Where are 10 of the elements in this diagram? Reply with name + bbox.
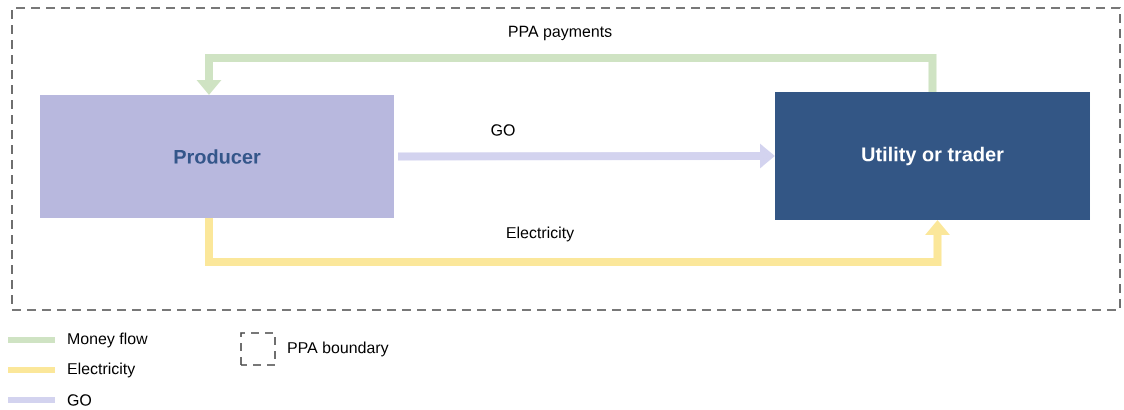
legend-label: PPA boundary — [288, 341, 389, 357]
process-box: Utility or trader — [775, 92, 1090, 220]
boundary-box — [11, 7, 1121, 311]
process-box: Producer — [40, 95, 394, 218]
edge-label: Electricity — [503, 224, 577, 244]
edge-label: GO — [488, 122, 518, 138]
edge-label: PPA payments — [505, 23, 615, 43]
legend-label: Money flow — [68, 332, 148, 348]
legend-label: GO — [67, 394, 92, 406]
legend-label: Electricity — [68, 362, 136, 378]
